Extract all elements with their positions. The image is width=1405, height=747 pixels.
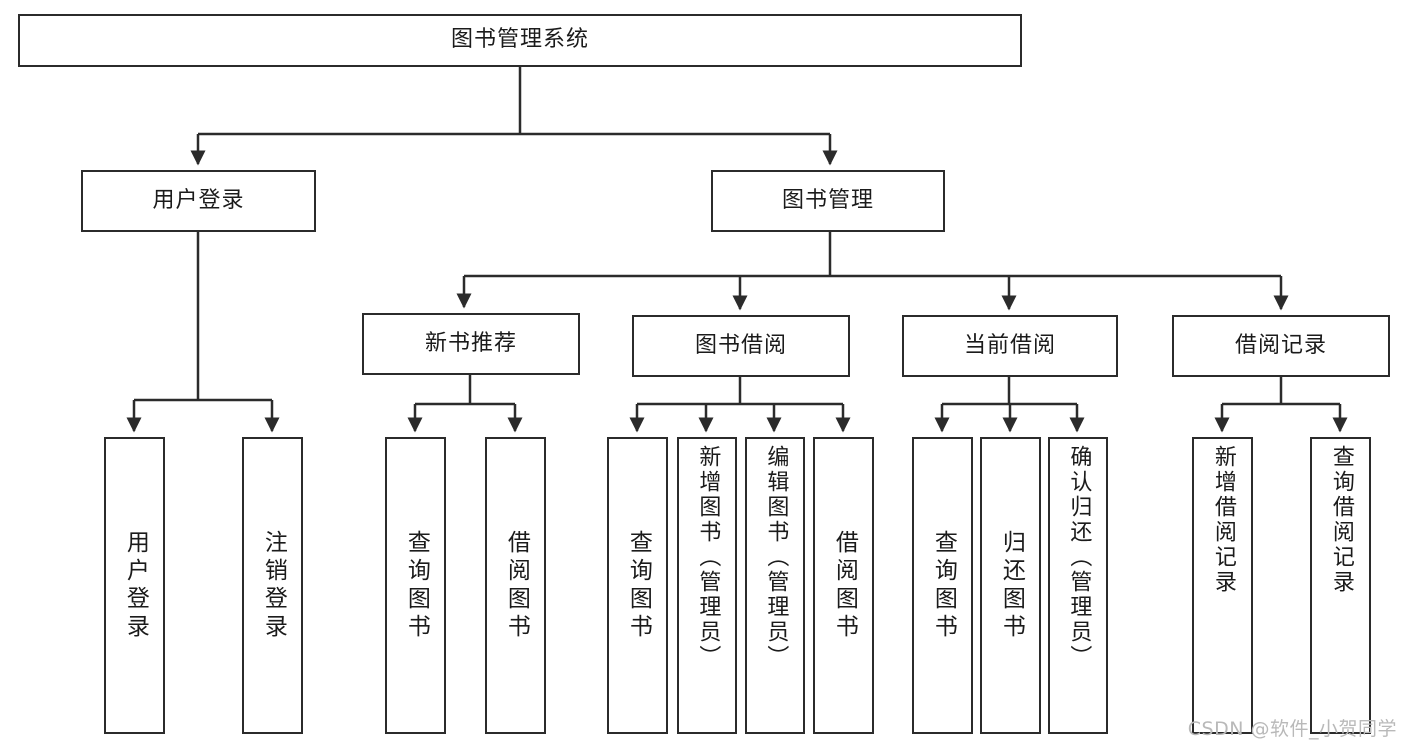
- leaf-query-book-3[interactable]: 查询图书: [912, 437, 973, 734]
- node-borrow-record[interactable]: 借阅记录: [1172, 315, 1390, 377]
- leaf-return-book-label: 归还图书: [998, 529, 1025, 642]
- leaf-add-book[interactable]: 新增图书（管理员）: [677, 437, 737, 734]
- leaf-borrow-book-2[interactable]: 借阅图书: [813, 437, 874, 734]
- leaf-confirm-return-label: 确认归还（管理员）: [1066, 445, 1092, 670]
- leaf-return-book[interactable]: 归还图书: [980, 437, 1041, 734]
- leaf-query-book-1-label: 查询图书: [403, 529, 430, 642]
- node-current-borrow[interactable]: 当前借阅: [902, 315, 1118, 377]
- leaf-borrow-book-2-label: 借阅图书: [831, 529, 858, 642]
- leaf-logout-label: 注销登录: [260, 529, 287, 642]
- leaf-logout[interactable]: 注销登录: [242, 437, 303, 734]
- node-book-borrow[interactable]: 图书借阅: [632, 315, 850, 377]
- node-borrow-record-label: 借阅记录: [1234, 332, 1327, 358]
- leaf-query-book-1[interactable]: 查询图书: [385, 437, 446, 734]
- leaf-add-book-label: 新增图书（管理员）: [695, 445, 721, 670]
- leaf-query-book-2[interactable]: 查询图书: [607, 437, 668, 734]
- leaf-add-record[interactable]: 新增借阅记录: [1192, 437, 1253, 734]
- node-book-manage-label: 图书管理: [781, 187, 874, 213]
- leaf-borrow-book-1-label: 借阅图书: [503, 529, 530, 642]
- node-new-book-rec[interactable]: 新书推荐: [362, 313, 580, 375]
- leaf-user-login[interactable]: 用户登录: [104, 437, 165, 734]
- node-root[interactable]: 图书管理系统: [18, 14, 1022, 67]
- node-user-login-label: 用户登录: [152, 187, 245, 213]
- leaf-query-record[interactable]: 查询借阅记录: [1310, 437, 1371, 734]
- leaf-confirm-return[interactable]: 确认归还（管理员）: [1048, 437, 1108, 734]
- leaf-query-record-label: 查询借阅记录: [1328, 445, 1354, 595]
- node-user-login[interactable]: 用户登录: [81, 170, 316, 232]
- node-current-borrow-label: 当前借阅: [963, 332, 1056, 358]
- leaf-add-record-label: 新增借阅记录: [1210, 445, 1236, 595]
- node-book-borrow-label: 图书借阅: [694, 332, 787, 358]
- leaf-edit-book-label: 编辑图书（管理员）: [763, 445, 789, 670]
- watermark: CSDN @软件_小贺同学: [1187, 718, 1397, 740]
- leaf-edit-book[interactable]: 编辑图书（管理员）: [745, 437, 805, 734]
- node-book-manage[interactable]: 图书管理: [711, 170, 945, 232]
- node-root-label: 图书管理系统: [450, 27, 589, 53]
- leaf-query-book-3-label: 查询图书: [930, 529, 957, 642]
- leaf-user-login-label: 用户登录: [122, 529, 149, 642]
- leaf-query-book-2-label: 查询图书: [625, 529, 652, 642]
- node-new-book-rec-label: 新书推荐: [424, 330, 517, 356]
- leaf-borrow-book-1[interactable]: 借阅图书: [485, 437, 546, 734]
